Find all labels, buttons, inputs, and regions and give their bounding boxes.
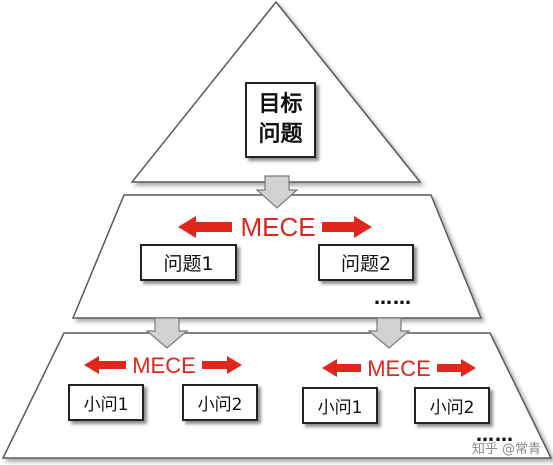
watermark-text: 知乎 @常青 (471, 442, 541, 457)
mece-arrow-left-bottom-right (322, 359, 361, 377)
sub-question-2-label: 小问2 (197, 395, 243, 415)
mece-arrow-right-bottom-right (437, 359, 476, 377)
question-box-2: 问题2 (318, 244, 414, 281)
sub-question-box-3: 小问1 (302, 387, 378, 424)
sub-question-box-4: 小问2 (414, 387, 490, 424)
middle-ellipsis: …… (374, 288, 412, 309)
sub-question-3-label: 小问1 (317, 398, 363, 418)
mece-label-bottom-right: MECE (367, 356, 431, 381)
question-1-label: 问题1 (163, 253, 214, 275)
bottom-ellipsis: …… (476, 425, 514, 446)
down-arrow-middle-left (145, 317, 189, 349)
goal-problem-box: 目标 问题 (245, 82, 316, 158)
mece-label-middle: MECE (240, 212, 316, 242)
pyramid-middle-tier (71, 194, 483, 319)
mece-arrow-right-bottom-left (202, 356, 242, 374)
mece-label-bottom-left: MECE (132, 353, 196, 378)
pyramid-bottom-tier (1, 332, 553, 459)
sub-question-4-label: 小问2 (429, 398, 475, 418)
goal-line-2: 问题 (258, 122, 303, 147)
mece-arrow-left-bottom-left (84, 356, 126, 374)
sub-question-box-2: 小问2 (182, 384, 258, 421)
question-2-label: 问题2 (340, 253, 392, 275)
mece-arrow-right-middle (322, 216, 372, 238)
down-arrow-top-to-middle (255, 175, 299, 209)
sub-question-box-1: 小问1 (68, 384, 144, 421)
goal-line-1: 目标 (258, 92, 303, 117)
question-box-1: 问题1 (140, 244, 237, 281)
mece-arrow-left-middle (178, 216, 232, 238)
sub-question-1-label: 小问1 (83, 395, 129, 415)
down-arrow-middle-right (367, 317, 411, 349)
